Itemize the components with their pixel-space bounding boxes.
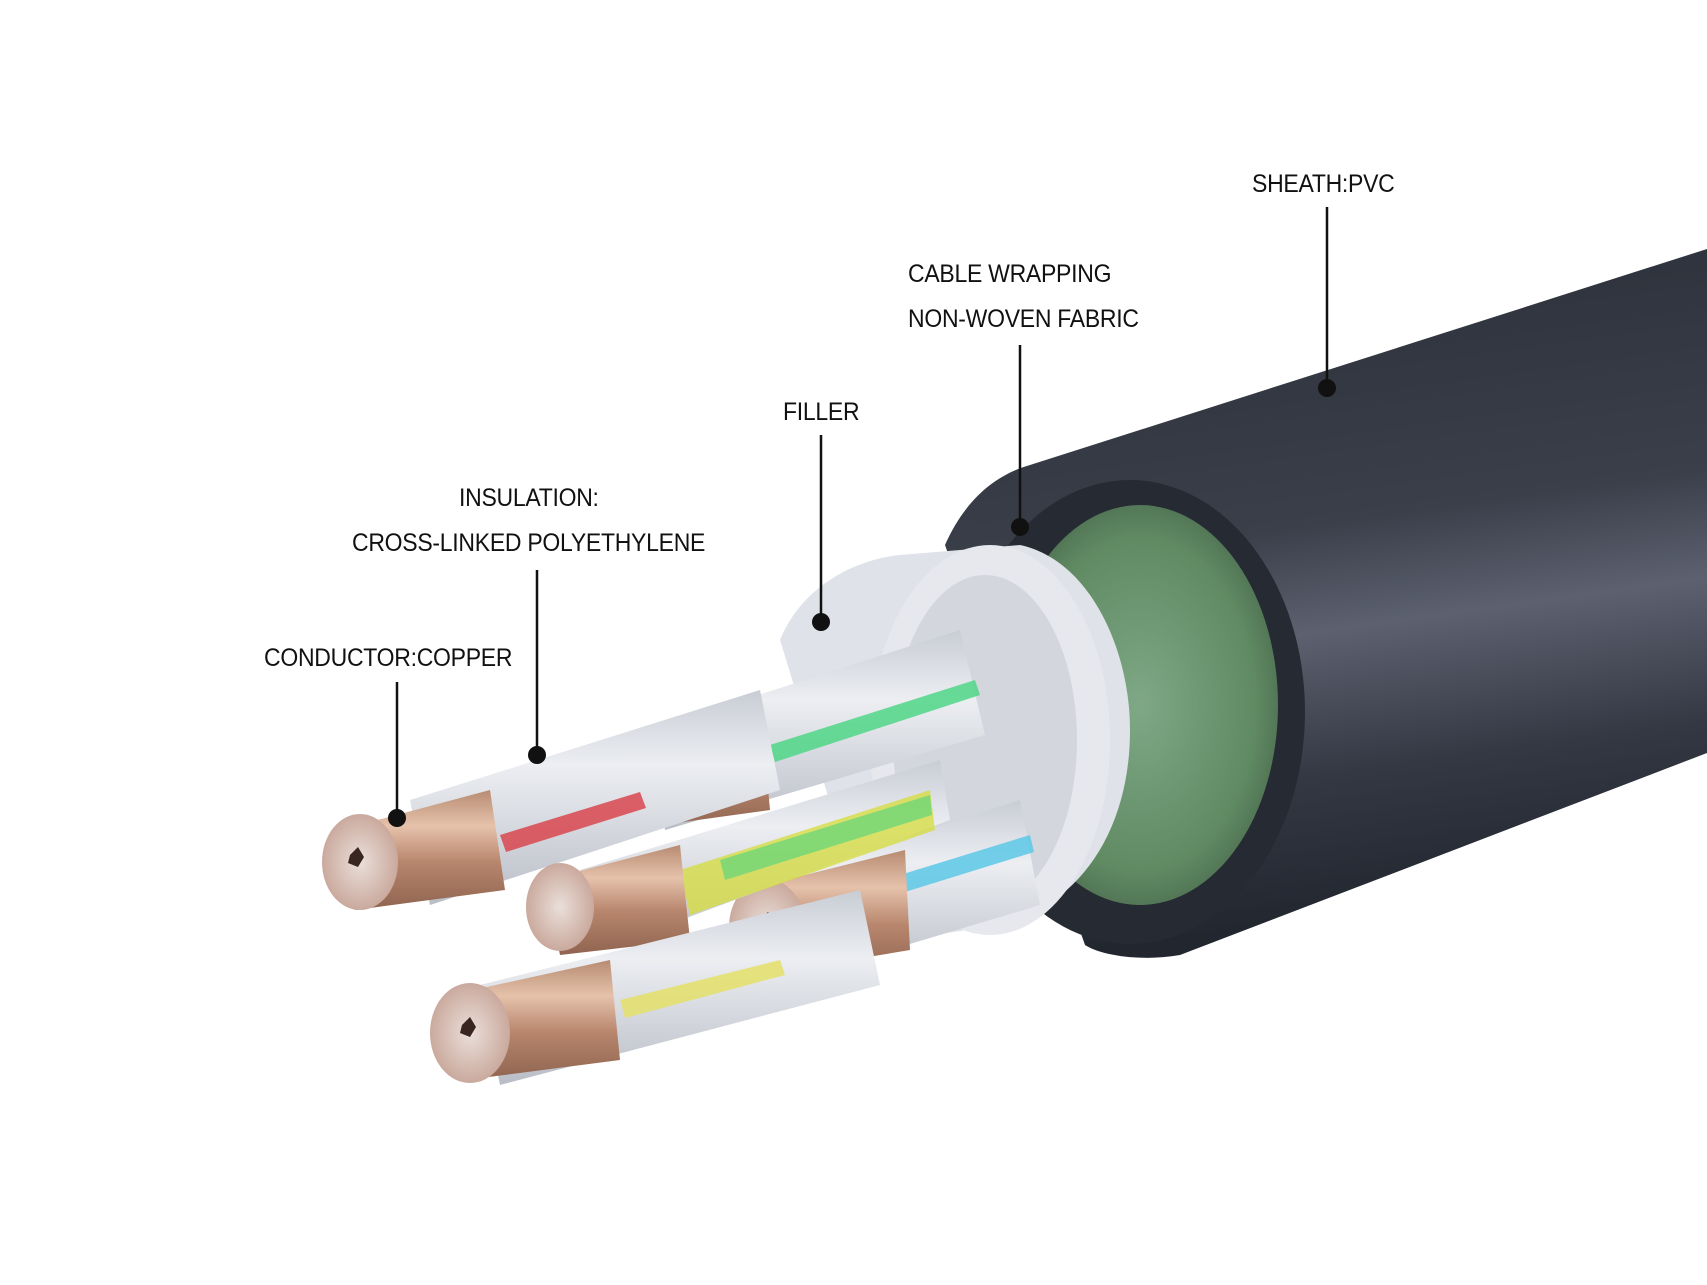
insulation-dot bbox=[528, 746, 546, 764]
core-yellow bbox=[430, 890, 880, 1085]
cable-wrapping-label-line2: NON-WOVEN FABRIC bbox=[908, 305, 1139, 333]
core-red bbox=[322, 690, 780, 910]
filler-label: FILLER bbox=[783, 398, 860, 426]
wrapping-dot bbox=[1011, 518, 1029, 536]
cores bbox=[322, 630, 1040, 1085]
sheath-label: SHEATH:PVC bbox=[1252, 170, 1395, 198]
core-yellow-green bbox=[526, 760, 950, 955]
conductor-dot bbox=[388, 809, 406, 827]
insulation-label-line2: CROSS-LINKED POLYETHYLENE bbox=[352, 529, 706, 557]
cable-wrapping-label-line1: CABLE WRAPPING bbox=[908, 260, 1112, 288]
insulation-label-line1: INSULATION: bbox=[459, 484, 599, 512]
filler-dot bbox=[812, 613, 830, 631]
sheath-dot bbox=[1318, 379, 1336, 397]
conductor-label: CONDUCTOR:COPPER bbox=[264, 644, 513, 672]
callouts bbox=[388, 207, 1336, 827]
